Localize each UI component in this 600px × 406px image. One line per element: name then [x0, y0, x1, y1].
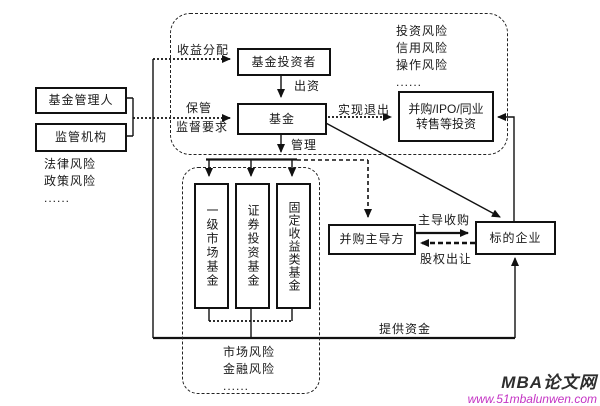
primary-market-fund-box: 一级市场基金	[194, 183, 229, 309]
risk-line: 政策风险	[44, 174, 97, 188]
equity-transfer-label: 股权出让	[420, 252, 473, 266]
target-exit-arrow	[497, 113, 515, 221]
provide-funds-label: 提供资金	[379, 322, 432, 336]
risk-line: 投资风险	[396, 24, 449, 38]
contribution-label: 出资	[294, 79, 321, 93]
top-right-risk-notes: 投资风险 信用风险 操作风险 ......	[396, 23, 448, 91]
bottom-risk-notes: 市场风险 金融风险 ......	[223, 344, 275, 395]
fund-target-arrow	[323, 121, 501, 218]
risk-line: 金融风险	[223, 362, 276, 376]
fund-box: 基金	[237, 103, 327, 135]
upper-risk-zone	[170, 13, 508, 155]
watermark: MBA论文网 www.51mbalunwen.com	[467, 373, 597, 406]
lead-acquisition-label: 主导收购	[418, 213, 471, 227]
risk-line: 市场风险	[223, 345, 276, 359]
ma-ipo-exit-line1: 并购/IPO/同业	[408, 101, 484, 116]
watermark-site-name: MBA论文网	[501, 373, 597, 392]
regulator-box: 监管机构	[35, 123, 127, 152]
risk-line: ......	[396, 75, 423, 89]
ma-ipo-exit-box: 并购/IPO/同业 转售等投资	[398, 91, 494, 142]
lower-risk-zone	[182, 167, 320, 394]
management-label: 管理	[291, 138, 318, 152]
left-risk-notes: 法律风险 政策风险 ......	[44, 156, 96, 207]
risk-line: 信用风险	[396, 41, 449, 55]
risk-line: 操作风险	[396, 58, 449, 72]
custody-label: 保管	[186, 101, 213, 115]
supervision-request-label: 监督要求	[176, 120, 229, 134]
realize-exit-label: 实现退出	[338, 103, 391, 117]
fixed-income-fund-box: 固定收益类基金	[276, 183, 311, 309]
target-company-box: 标的企业	[475, 221, 556, 255]
ma-ipo-exit-line2: 转售等投资	[415, 116, 476, 131]
fund-investors-box: 基金投资者	[237, 48, 331, 76]
watermark-site-url: www.51mbalunwen.com	[467, 391, 597, 406]
securities-fund-box: 证券投资基金	[235, 183, 270, 309]
ma-leader-box: 并购主导方	[328, 224, 416, 255]
risk-line: ......	[223, 379, 250, 393]
risk-line: 法律风险	[44, 157, 97, 171]
risk-line: ......	[44, 191, 71, 205]
income-distribution-label: 收益分配	[177, 43, 230, 57]
fund-manager-box: 基金管理人	[35, 87, 127, 114]
